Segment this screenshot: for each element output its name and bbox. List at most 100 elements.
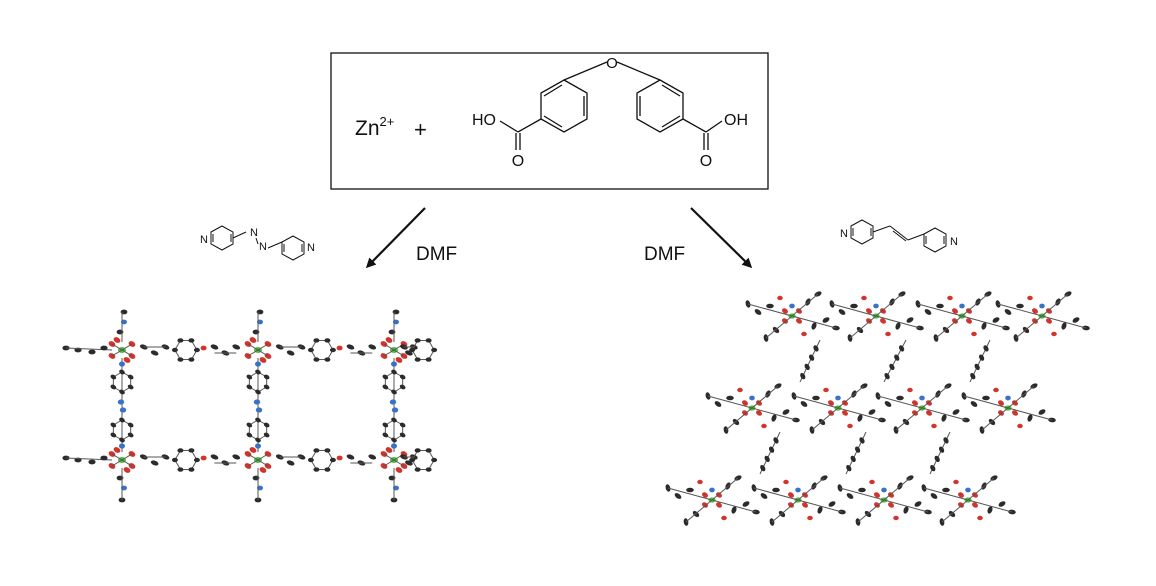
atom <box>953 479 959 485</box>
atom <box>874 502 880 508</box>
atom <box>324 357 331 362</box>
atom <box>88 349 96 355</box>
atom <box>966 308 972 314</box>
bipyridylethylene-n-left: N <box>840 228 848 240</box>
atom <box>903 506 909 514</box>
atom <box>1032 308 1038 314</box>
atom <box>828 501 836 507</box>
atom <box>425 357 432 362</box>
atom <box>1061 322 1067 330</box>
atom <box>382 432 389 438</box>
atom <box>399 422 406 428</box>
atom <box>313 357 320 362</box>
hydroxyl-right-label: OH <box>724 112 748 129</box>
atom <box>859 437 865 444</box>
atom <box>307 457 314 463</box>
atom <box>674 493 682 499</box>
atom <box>188 448 195 453</box>
atom <box>391 407 399 413</box>
atom <box>802 502 808 508</box>
atom <box>796 318 802 324</box>
atom <box>399 432 406 438</box>
atom <box>409 457 416 463</box>
atom <box>255 369 261 375</box>
atom <box>777 295 783 301</box>
atom <box>731 506 737 514</box>
atom <box>382 374 389 380</box>
atom <box>894 354 900 361</box>
atom <box>246 384 253 390</box>
atom <box>773 437 779 444</box>
atom <box>808 354 815 361</box>
atom <box>850 455 856 463</box>
atom <box>1012 410 1018 416</box>
bond <box>941 477 995 523</box>
atom <box>943 437 949 444</box>
atom <box>754 309 762 315</box>
atom <box>804 363 810 371</box>
atom <box>286 460 295 466</box>
atom <box>110 384 117 390</box>
atom <box>425 338 432 343</box>
atom <box>782 409 790 415</box>
atom <box>835 395 841 401</box>
atom <box>981 322 987 330</box>
atom <box>1039 303 1045 309</box>
atom <box>726 395 734 401</box>
atom <box>971 331 977 337</box>
bond <box>771 477 825 523</box>
atom <box>1016 303 1024 309</box>
atom <box>210 344 219 350</box>
atom <box>232 454 241 460</box>
atom <box>714 401 722 407</box>
atom <box>846 493 854 499</box>
atom <box>255 361 261 367</box>
atom <box>200 455 207 461</box>
atom <box>232 344 241 350</box>
atom <box>399 384 406 390</box>
atom <box>992 317 1000 323</box>
atom <box>1027 414 1033 422</box>
atom <box>987 506 993 514</box>
atom <box>880 308 886 314</box>
atom <box>686 487 694 493</box>
atom <box>813 345 819 352</box>
atom <box>193 457 200 463</box>
azopyridine-n-azo-1: N <box>250 227 258 239</box>
atom <box>874 492 880 498</box>
atom <box>888 502 894 508</box>
atom <box>399 374 406 380</box>
atom <box>742 410 748 416</box>
atom <box>924 309 932 315</box>
atom <box>313 448 320 453</box>
atom <box>391 417 397 423</box>
zinc-ion-label: Zn2+ <box>355 114 394 141</box>
atom <box>807 515 813 521</box>
atom <box>391 361 397 367</box>
atom <box>822 317 830 323</box>
atom <box>783 479 789 485</box>
atom <box>263 384 270 390</box>
atom <box>965 487 971 493</box>
atom <box>838 309 846 315</box>
atom <box>425 467 432 472</box>
atom <box>255 407 263 413</box>
atom <box>764 455 770 463</box>
atom <box>884 401 892 407</box>
atom <box>324 448 331 453</box>
atom <box>914 501 922 507</box>
atom <box>1051 331 1057 337</box>
atom <box>888 492 894 498</box>
atom <box>760 493 768 499</box>
atom <box>1005 395 1011 401</box>
atom <box>788 492 794 498</box>
atom <box>709 487 715 493</box>
ether-oxygen-label: O <box>606 55 618 72</box>
atom <box>811 322 817 330</box>
oxybisbenzoic-acid-structure <box>499 61 723 150</box>
atom <box>924 509 932 515</box>
atom <box>119 437 125 443</box>
atom <box>828 400 834 406</box>
atom <box>385 447 393 453</box>
atom <box>771 414 777 422</box>
